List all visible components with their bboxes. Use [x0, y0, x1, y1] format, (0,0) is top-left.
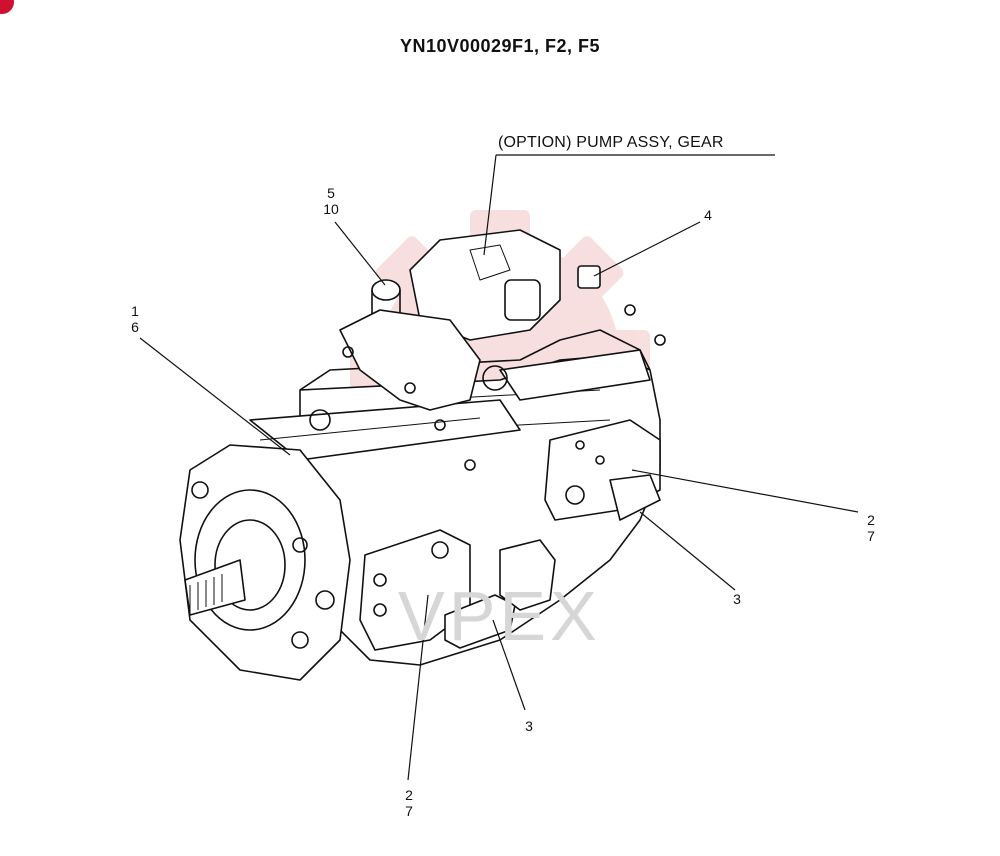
leader-2-7-b [407, 594, 429, 781]
drawing-title: YN10V00029F1, F2, F5 [399, 36, 601, 56]
callout-1-6: 1 6 [120, 303, 150, 335]
barrel-left [249, 399, 521, 461]
plug-4 [577, 265, 601, 289]
callout-line: 10 [323, 201, 339, 217]
callout-5-10: 5 10 [316, 185, 346, 217]
callout-line: 6 [131, 319, 139, 335]
callout-line: 1 [131, 303, 139, 319]
callout-line: 4 [704, 207, 712, 223]
leader-lines [139, 154, 859, 781]
brand-logo [0, 0, 14, 14]
callout-2-7-bottom: 2 7 [394, 787, 424, 819]
callout-line: 7 [867, 528, 875, 544]
watermark-text: VPEX [398, 577, 601, 655]
option-gear-pump-label: (OPTION) PUMP ASSY, GEAR [498, 134, 724, 151]
leader-4 [593, 221, 701, 277]
callout-3-right: 3 [722, 591, 752, 607]
leader-3-r [639, 511, 736, 591]
callout-line: 5 [327, 185, 335, 201]
callout-2-7-right: 2 7 [856, 512, 886, 544]
leader-1-6 [139, 337, 291, 456]
callout-3-bottom: 3 [514, 718, 544, 734]
callout-line: 7 [405, 803, 413, 819]
barrel-right [499, 349, 651, 401]
callout-line: 2 [867, 512, 875, 528]
flange-face [194, 489, 306, 631]
callout-line: 3 [525, 718, 533, 734]
top-cap [371, 279, 401, 301]
leader-3-b [492, 619, 526, 711]
mounting-flange [179, 444, 351, 681]
callout-line: 2 [405, 787, 413, 803]
drive-shaft [184, 559, 246, 616]
leader-5-10 [334, 221, 386, 286]
solenoid-right [609, 474, 661, 521]
leader-2-7-r [631, 469, 859, 513]
solenoid-left [444, 594, 516, 649]
callout-line: 3 [733, 591, 741, 607]
callout-4: 4 [693, 207, 723, 223]
